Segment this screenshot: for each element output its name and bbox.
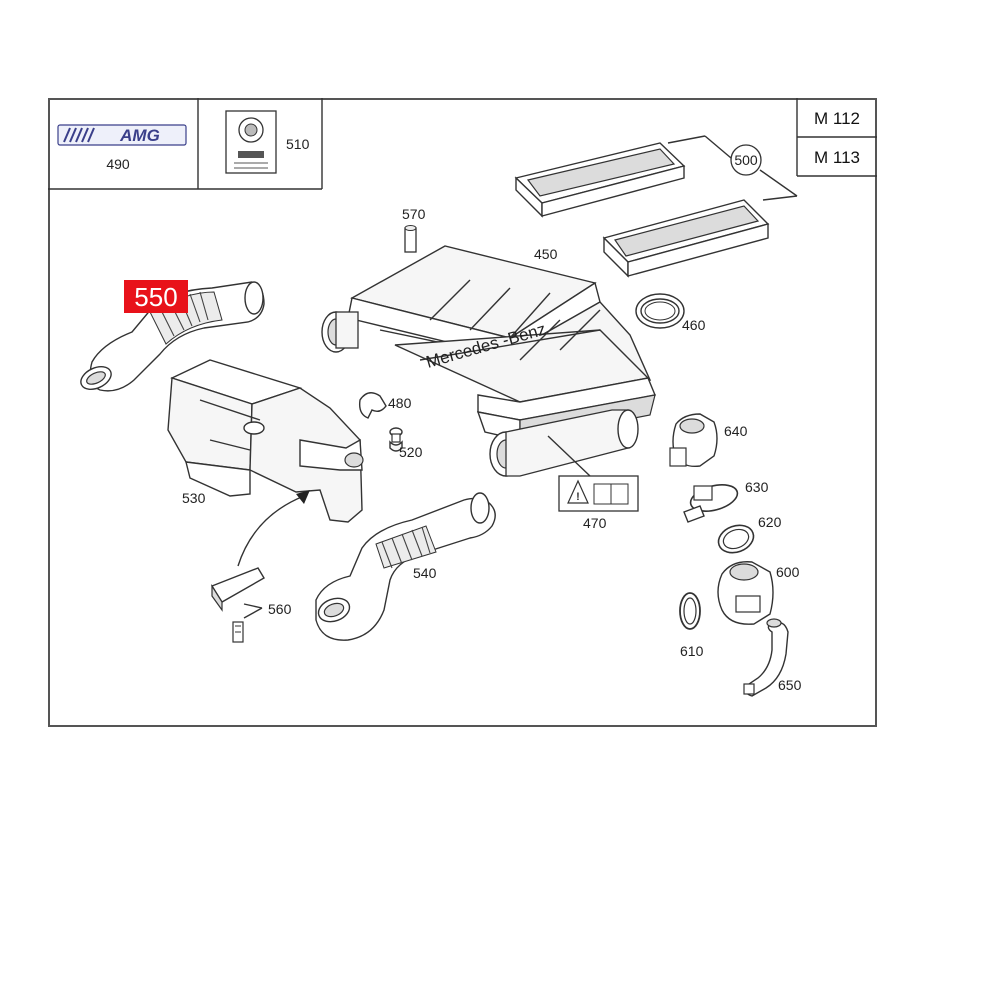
- label-560: 560: [268, 601, 292, 617]
- label-570: 570: [402, 206, 426, 222]
- seal-ring-620-icon: [717, 524, 755, 554]
- label-620: 620: [758, 514, 782, 530]
- air-filter-lower-icon: [602, 199, 770, 278]
- amg-logo-text: AMG: [119, 126, 160, 145]
- hose-icon: [743, 618, 789, 697]
- label-510: 510: [286, 136, 310, 152]
- label-490: 490: [106, 156, 130, 172]
- seal-ring-610-icon: [679, 592, 701, 630]
- pin-icon: [404, 225, 417, 253]
- label-500: 500: [734, 152, 758, 168]
- label-630: 630: [745, 479, 769, 495]
- engine-code-m112: M 112: [814, 109, 860, 128]
- seal-ring-icon: [635, 293, 685, 329]
- screw-icon: [389, 427, 403, 452]
- air-flow-sensor-icon: [669, 413, 718, 468]
- label-540: 540: [413, 565, 437, 581]
- arrow-icon: [237, 490, 310, 567]
- air-filter-upper-icon: [514, 142, 686, 218]
- warning-label-icon: !: [547, 435, 639, 512]
- label-610: 610: [680, 643, 704, 659]
- air-guide-icon: [167, 359, 364, 523]
- label-480: 480: [388, 395, 412, 411]
- label-550: 550: [134, 282, 177, 312]
- label-640: 640: [724, 423, 748, 439]
- air-cleaner-housing-icon: [321, 245, 656, 477]
- label-650: 650: [778, 677, 802, 693]
- callout-circle-500: [730, 144, 762, 176]
- leader-lines-500: [667, 135, 798, 201]
- label-450: 450: [534, 246, 558, 262]
- hose-clamp-icon: [683, 484, 739, 523]
- highlight-badge-550: [124, 280, 188, 313]
- label-460: 460: [682, 317, 706, 333]
- amg-logo-icon: AMG: [57, 124, 187, 146]
- throttle-body-icon: [717, 561, 774, 625]
- clip-icon: [358, 392, 387, 419]
- label-520: 520: [399, 444, 423, 460]
- svg-text:!: !: [576, 491, 580, 503]
- engine-code-m113: M 113: [814, 148, 860, 167]
- air-duct-540-icon: [315, 492, 496, 641]
- label-530: 530: [182, 490, 206, 506]
- sticker-icon: [225, 110, 277, 174]
- sealing-strip-icon: [210, 567, 265, 643]
- header-boxes: [48, 98, 877, 190]
- label-600: 600: [776, 564, 800, 580]
- label-470: 470: [583, 515, 607, 531]
